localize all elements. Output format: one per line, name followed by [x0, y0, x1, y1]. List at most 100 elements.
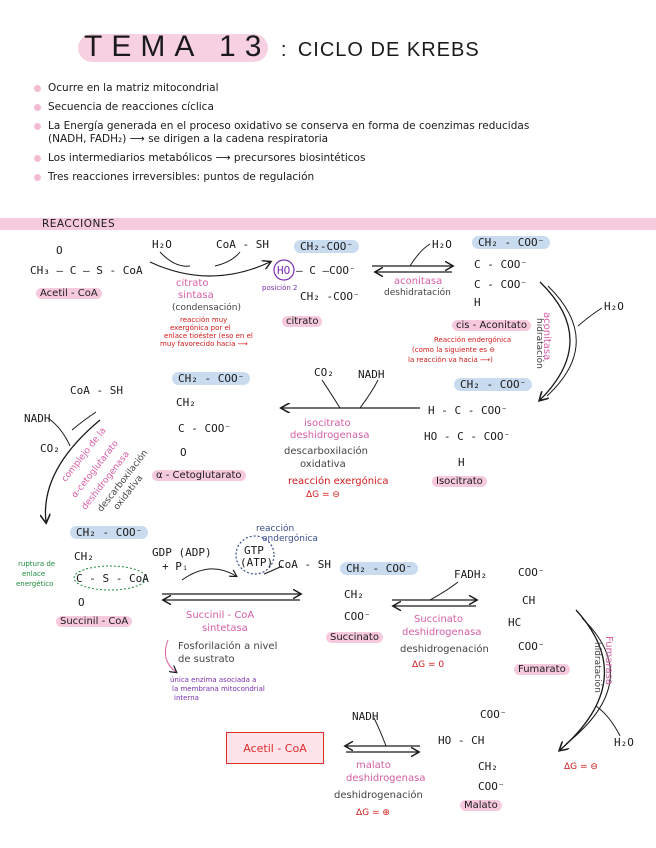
step2-type: deshidratación	[384, 288, 451, 298]
fumarato-name: Fumarato	[514, 664, 570, 675]
citrato-ho: HO	[277, 264, 291, 277]
step6-atp: (ATP)	[240, 556, 274, 569]
step6-type2: de sustrato	[178, 654, 235, 665]
step4-nadh: NADH	[358, 368, 385, 381]
step5-coash: CoA - SH	[70, 384, 123, 397]
isocitrato-l2: H - C - COO⁻	[428, 404, 508, 417]
step6-note1: reacción	[256, 524, 295, 534]
step3-type: hidratación	[534, 318, 544, 369]
cisaconitato-note: la reacción va hacia ⟶)	[408, 356, 493, 364]
isocitrato-l3: HO - C - COO⁻	[424, 430, 511, 443]
cisaconitato-l2: C - COO⁻	[474, 258, 527, 271]
step1-h2o: H₂O	[152, 238, 172, 251]
step2-h2o: H₂O	[432, 238, 452, 251]
bullet-item-cont: (NADH, FADH₂) ⟶ se dirigen a la cadena r…	[48, 133, 329, 145]
title-main: CICLO DE KREBS	[297, 39, 480, 61]
step7-type: deshidrogenación	[400, 644, 489, 655]
step9-nadh: NADH	[352, 710, 379, 723]
malato-name: Malato	[460, 800, 502, 811]
step6-extra: interna	[174, 694, 199, 702]
page-title: TEMA 13 : CICLO DE KREBS	[78, 30, 480, 64]
step6-note2: endergónica	[262, 534, 318, 544]
step9-enzyme2: deshidrogenasa	[346, 773, 426, 784]
step4-type2: oxidativa	[300, 459, 346, 470]
step6-enzyme1: Succinil - CoA	[186, 610, 255, 621]
step6-gdp: GDP (ADP)	[152, 546, 212, 559]
step2-enzyme: aconitasa	[394, 276, 443, 287]
bullet-list: Ocurre en la matriz mitocondrial Secuenc…	[34, 82, 529, 190]
step8-type: hidratación	[592, 642, 602, 693]
acetil-formula: CH₃ — C — S - CoA	[30, 264, 143, 277]
cisaconitato-l1: CH₂ - COO⁻	[472, 236, 551, 249]
title-colon: :	[280, 39, 288, 61]
isocitrato-l1: CH₂ - COO⁻	[454, 378, 533, 391]
succinato-l2: CH₂	[344, 588, 364, 601]
step4-dg: ΔG = ⊖	[306, 490, 340, 500]
fumarato-l4: COO⁻	[518, 640, 545, 653]
bullet-item: La Energía generada en el proceso oxidat…	[34, 120, 529, 133]
step6-pi: + Pᵢ	[162, 560, 189, 573]
step6-extra: única enzima asociada a	[170, 676, 257, 684]
bullet-item: Ocurre en la matriz mitocondrial	[34, 82, 529, 95]
step4-co2: CO₂	[314, 366, 334, 379]
cisaconitato-name: cis - Aconitato	[452, 320, 531, 331]
succoa-l2: CH₂	[74, 550, 94, 563]
step8-h2o: H₂O	[614, 736, 634, 749]
citrato-name: citrato	[282, 316, 323, 327]
malato-l2: HO - CH	[438, 734, 485, 747]
step1-note: reacción muy	[180, 316, 228, 324]
step4-enzyme2: deshidrogenasa	[290, 430, 370, 441]
succoa-name: Succinil - CoA	[56, 616, 133, 627]
fumarato-l3: HC	[508, 616, 522, 629]
step4-enzyme1: isocitrato	[304, 418, 351, 429]
cisaconitato-l4: H	[474, 296, 481, 309]
bullet-item: Tres reacciones irreversibles: puntos de…	[34, 171, 529, 184]
citrato-l3: CH₂ -COO⁻	[300, 290, 360, 303]
step3-h2o: H₂O	[604, 300, 624, 313]
cisaconitato-note: Reacción endergónica	[434, 336, 512, 344]
step7-fadh2: FADH₂	[454, 568, 488, 581]
bullet-item: Secuencia de reacciones cíclica	[34, 101, 529, 114]
step6-extra: la membrana mitocondrial	[172, 685, 265, 693]
malato-l4: COO⁻	[478, 780, 505, 793]
fumarato-l1: COO⁻	[518, 566, 545, 579]
acetil-name: Acetil - CoA	[36, 288, 102, 299]
step7-enzyme2: deshidrogenasa	[402, 627, 482, 638]
succinato-l1: CH₂ - COO⁻	[340, 562, 419, 575]
step7-dg: ΔG = 0	[412, 660, 445, 670]
akg-l1: CH₂ - COO⁻	[172, 372, 251, 385]
succoa-note: enlace	[22, 570, 46, 578]
citrato-pos: posición 2	[262, 284, 298, 292]
succoa-note: energético	[16, 580, 54, 588]
step5-nadh: NADH	[24, 412, 51, 425]
acetil-o: O	[56, 244, 63, 257]
step6-coash: CoA - SH	[278, 558, 331, 571]
akg-l3: C - COO⁻	[178, 422, 231, 435]
step1-note: muy favorecido hacia ⟶	[160, 340, 248, 348]
step1-note: exergónica por el	[170, 324, 231, 332]
isocitrato-name: Isocitrato	[432, 476, 487, 487]
succoa-l1: CH₂ - COO⁻	[70, 526, 149, 539]
step1-type: (condensación)	[172, 303, 241, 313]
step1-note: enlace tioéster (eso en el	[164, 332, 253, 340]
isocitrato-l4: H	[458, 456, 465, 469]
step6-enzyme2: sintetasa	[202, 623, 248, 634]
malato-l1: COO⁻	[480, 708, 507, 721]
step5-co2: CO₂	[40, 442, 60, 455]
step9-dg: ΔG = ⊕	[356, 808, 390, 818]
step1-enzyme1: citrato	[176, 278, 209, 289]
succoa-note: ruptura de	[18, 560, 56, 568]
bullet-item: Los intermediarios metabólicos ⟶ precurs…	[34, 152, 529, 165]
step6-type1: Fosforilación a nivel	[178, 641, 278, 652]
acetil-coa-box: Acetil - CoA	[226, 732, 324, 764]
step9-enzyme1: malato	[356, 760, 391, 771]
akg-l4: O	[180, 446, 187, 459]
step6-gtp: GTP	[244, 544, 264, 557]
step9-type: deshidrogenación	[334, 790, 423, 801]
cisaconitato-note: (como la siguiente es ⊖	[412, 346, 496, 354]
section-band	[0, 218, 656, 230]
step7-enzyme1: Succinato	[414, 614, 463, 625]
succinato-name: Succinato	[326, 632, 383, 643]
succoa-l3: C - S - CoA	[76, 572, 149, 585]
